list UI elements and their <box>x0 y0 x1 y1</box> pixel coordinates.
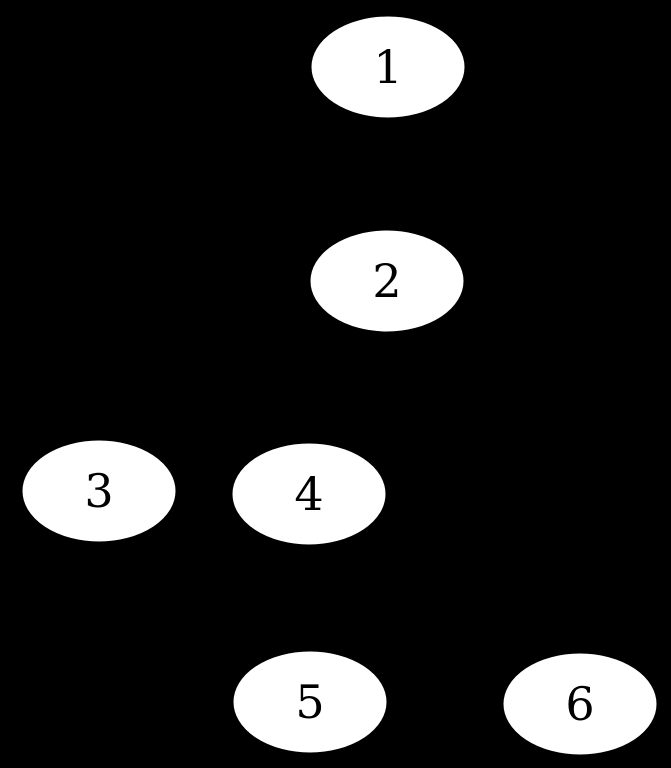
graph-node-6: 6 <box>502 652 658 756</box>
graph-edge-2-6 <box>407 329 558 656</box>
edge-line <box>334 330 371 422</box>
node-label: 5 <box>295 675 324 729</box>
node-label: 1 <box>373 40 402 94</box>
node-label: 2 <box>372 254 401 308</box>
edge-arrowhead-icon <box>300 625 319 652</box>
graph-edge-2-4 <box>327 330 371 445</box>
graph-node-3: 3 <box>21 439 177 543</box>
node-ellipse <box>502 652 658 756</box>
node-label: 3 <box>84 464 113 518</box>
edge-arrowhead-icon <box>327 417 345 445</box>
edge-line <box>407 329 549 634</box>
edge-arrowhead-icon <box>378 204 397 231</box>
graph-edge-2-3 <box>150 317 337 454</box>
node-ellipse <box>309 229 465 333</box>
node-ellipse <box>231 442 387 546</box>
node-ellipse <box>21 439 177 543</box>
node-label: 6 <box>565 677 594 731</box>
node-ellipse <box>310 15 466 119</box>
graph-node-5: 5 <box>232 650 388 754</box>
graph-node-1: 1 <box>310 15 466 119</box>
edge-arrowhead-icon <box>539 628 558 656</box>
node-ellipse <box>232 650 388 754</box>
graph-node-4: 4 <box>231 442 387 546</box>
graph-edge-4-5 <box>300 544 319 652</box>
edge-line <box>170 317 337 440</box>
edge-arrowhead-icon <box>150 431 177 454</box>
node-label: 4 <box>294 467 323 521</box>
graph-edge-1-2 <box>378 117 397 231</box>
graph-node-2: 2 <box>309 229 465 333</box>
